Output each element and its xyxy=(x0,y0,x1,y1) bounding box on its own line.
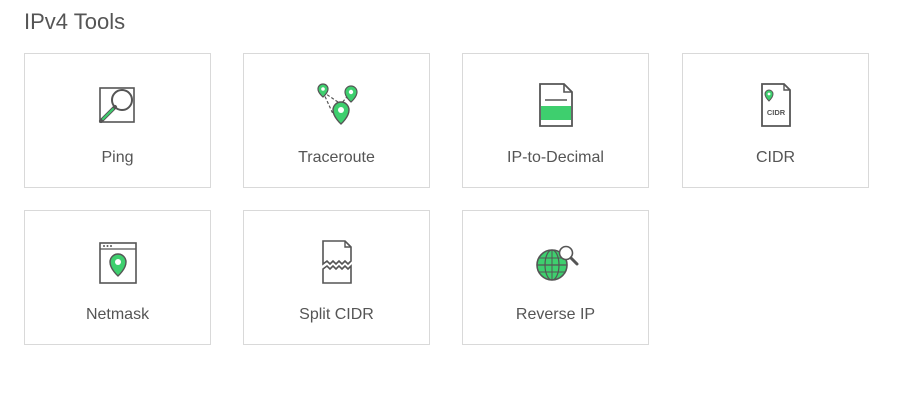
tool-label: Netmask xyxy=(85,306,150,323)
tool-label: Reverse IP xyxy=(515,306,596,323)
document-icon xyxy=(538,83,573,127)
tool-card-reverse-ip[interactable]: Reverse IP xyxy=(462,210,649,345)
cidr-document-icon: CIDR xyxy=(760,83,791,127)
tool-label: IP-to-Decimal xyxy=(507,149,604,166)
tool-card-cidr[interactable]: CIDR CIDR xyxy=(682,53,869,188)
tool-card-split-cidr[interactable]: Split CIDR xyxy=(243,210,430,345)
tool-label: CIDR xyxy=(755,149,796,166)
magnifier-icon xyxy=(98,87,135,123)
tool-card-netmask[interactable]: Netmask xyxy=(24,210,211,345)
tool-card-ip-to-decimal[interactable]: IP-to-Decimal xyxy=(462,53,649,188)
route-pins-icon xyxy=(316,83,358,125)
tool-card-traceroute[interactable]: Traceroute xyxy=(243,53,430,188)
cidr-icon-text: CIDR xyxy=(766,108,785,117)
tool-label: Ping xyxy=(101,149,134,166)
section-title: IPv4 Tools xyxy=(24,9,126,34)
tool-label: Traceroute xyxy=(298,149,375,166)
tool-card-ping[interactable]: Ping xyxy=(24,53,211,188)
split-document-icon xyxy=(321,240,352,284)
browser-pin-icon xyxy=(98,242,137,284)
tool-label: Split CIDR xyxy=(299,306,374,323)
globe-search-icon xyxy=(535,245,578,281)
